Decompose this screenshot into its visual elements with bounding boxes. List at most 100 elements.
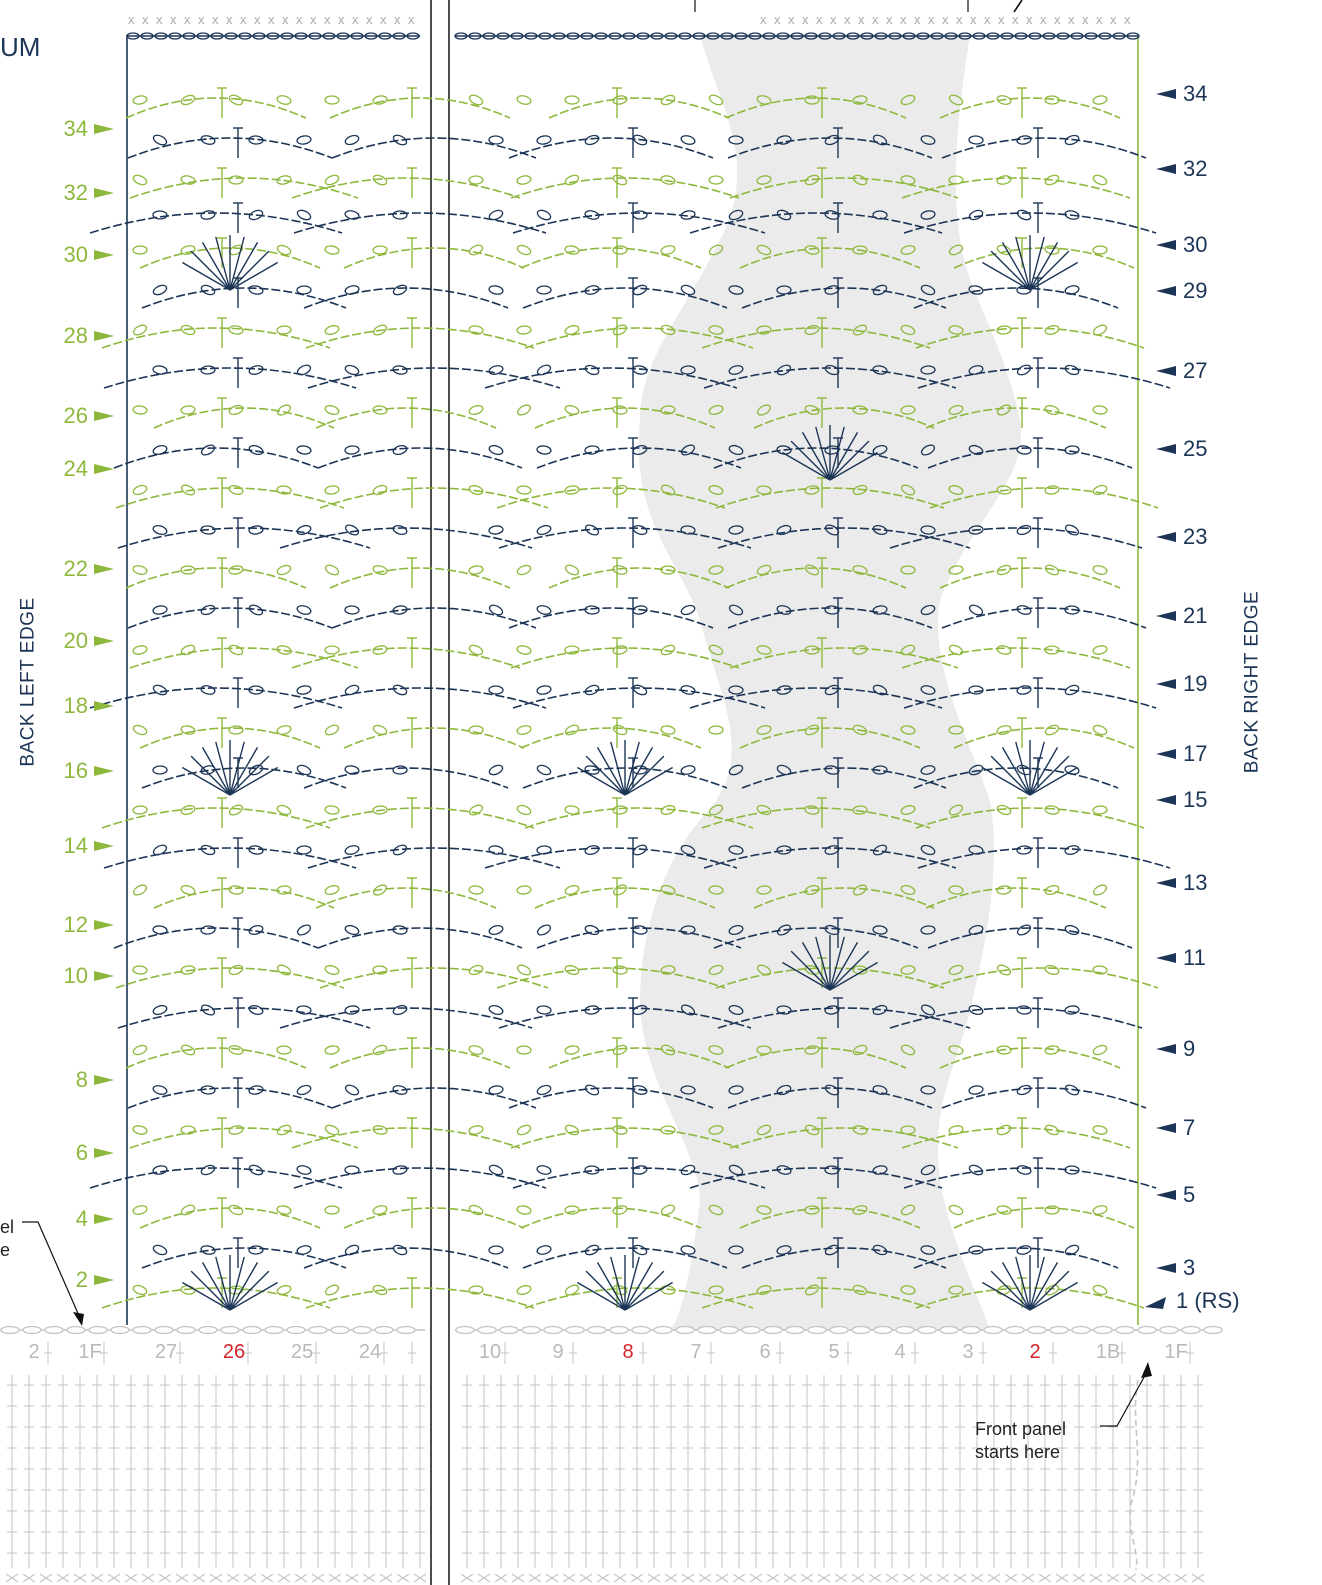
pointer-arrow-icon bbox=[22, 1221, 81, 1319]
chain-loop bbox=[756, 564, 772, 576]
chain-stitch bbox=[322, 32, 336, 40]
column-number: 5 bbox=[828, 1341, 840, 1363]
chain-loop bbox=[852, 1125, 868, 1135]
stitch-arch bbox=[701, 807, 931, 829]
chain-loop bbox=[584, 285, 600, 295]
chain-loop bbox=[324, 1045, 340, 1055]
fan-stitch bbox=[1029, 1262, 1059, 1311]
stitch-arch bbox=[101, 807, 331, 829]
stitch-arch bbox=[524, 327, 754, 349]
chain-loop bbox=[948, 325, 964, 335]
chain-loop bbox=[276, 1124, 292, 1136]
chain-stitch bbox=[406, 32, 420, 40]
chain-stitch-gray bbox=[1093, 1325, 1113, 1335]
row-arrow-left-icon bbox=[1156, 444, 1176, 454]
stitch-arch bbox=[727, 1087, 933, 1109]
chain-loop bbox=[536, 445, 552, 455]
chain-stitch bbox=[1014, 32, 1028, 40]
chain-loop bbox=[152, 925, 168, 935]
chain-loop bbox=[612, 1044, 628, 1056]
chain-loop bbox=[276, 1285, 292, 1295]
chain-loop bbox=[660, 565, 676, 575]
top-stitch-mark: x bbox=[184, 12, 191, 27]
chain-stitch bbox=[168, 32, 182, 40]
row-arrow-left-icon bbox=[1156, 366, 1176, 376]
chain-loop bbox=[324, 1284, 340, 1296]
right-row-number: 29 bbox=[1183, 278, 1208, 303]
stitch-arch bbox=[113, 927, 319, 949]
fan-stitch bbox=[229, 1270, 270, 1311]
chain-loop bbox=[1044, 1124, 1060, 1136]
chain-loop bbox=[1092, 1284, 1108, 1296]
stitch-arch bbox=[512, 212, 766, 234]
single-crochet-x bbox=[362, 1573, 376, 1583]
chain-loop bbox=[324, 95, 340, 105]
chain-stitch bbox=[196, 32, 210, 40]
chain-loop bbox=[708, 1045, 724, 1055]
column-number: 1F bbox=[1164, 1341, 1188, 1363]
left-row-number: 24 bbox=[63, 456, 88, 481]
chain-loop bbox=[132, 1205, 148, 1215]
row-arrow-right-icon bbox=[94, 411, 114, 421]
row-arrow-right-icon bbox=[94, 124, 114, 134]
chain-loop bbox=[468, 725, 484, 735]
stitch-arch bbox=[291, 647, 521, 669]
chain-loop bbox=[900, 484, 916, 496]
top-stitch-mark: x bbox=[914, 12, 921, 27]
back-left-edge-label: BACK LEFT EDGE bbox=[17, 597, 39, 767]
chain-loop bbox=[536, 1005, 552, 1015]
chain-loop bbox=[536, 364, 552, 376]
chain-loop bbox=[852, 484, 868, 496]
chain-loop bbox=[564, 245, 580, 255]
chain-loop bbox=[996, 175, 1012, 185]
chain-stitch bbox=[706, 32, 720, 40]
chain-loop bbox=[1064, 210, 1080, 220]
fan-stitch bbox=[1029, 261, 1078, 291]
chain-stitch-gray bbox=[132, 1325, 152, 1335]
single-crochet-x bbox=[766, 1573, 780, 1583]
chain-stitch bbox=[636, 32, 650, 40]
chain-loop bbox=[372, 724, 388, 736]
chain-loop bbox=[276, 175, 292, 185]
top-stitch-mark: x bbox=[858, 12, 865, 27]
chain-loop bbox=[968, 365, 984, 375]
chain-loop bbox=[920, 525, 936, 535]
chain-loop bbox=[488, 1085, 504, 1095]
chain-loop bbox=[392, 844, 408, 856]
chain-loop bbox=[872, 684, 888, 696]
left-row-number: 18 bbox=[63, 693, 88, 718]
chain-loop bbox=[1092, 484, 1108, 496]
fan-stitch bbox=[610, 741, 626, 796]
chain-loop bbox=[372, 245, 388, 255]
fan-stitch bbox=[1029, 236, 1045, 291]
fan-stitch bbox=[596, 1262, 626, 1311]
chain-loop bbox=[132, 805, 148, 815]
chain-loop bbox=[632, 525, 648, 535]
chain-loop bbox=[516, 885, 532, 895]
stitch-arch bbox=[125, 567, 307, 589]
chain-loop bbox=[228, 565, 244, 575]
single-crochet-x bbox=[22, 1573, 36, 1583]
chain-loop bbox=[708, 1285, 724, 1295]
chain-stitch bbox=[650, 32, 664, 40]
chain-loop bbox=[324, 174, 340, 186]
chain-stitch bbox=[140, 32, 154, 40]
chain-stitch bbox=[594, 32, 608, 40]
chain-loop bbox=[1044, 174, 1060, 186]
chain-loop bbox=[132, 95, 148, 105]
chain-loop bbox=[180, 565, 196, 575]
chain-loop bbox=[228, 485, 244, 495]
chain-loop bbox=[872, 445, 888, 455]
chain-loop bbox=[728, 845, 744, 855]
fan-stitch bbox=[1001, 1262, 1031, 1311]
chain-stitch bbox=[930, 32, 944, 40]
chain-loop bbox=[276, 95, 292, 105]
top-stitch-mark: x bbox=[1082, 12, 1089, 27]
chain-loop bbox=[1064, 1165, 1080, 1175]
chain-loop bbox=[1044, 485, 1060, 495]
chain-loop bbox=[680, 1164, 696, 1176]
fan-stitch bbox=[229, 1281, 278, 1311]
chain-loop bbox=[660, 94, 676, 106]
chain-loop bbox=[968, 135, 984, 145]
single-crochet-x bbox=[107, 1573, 121, 1583]
